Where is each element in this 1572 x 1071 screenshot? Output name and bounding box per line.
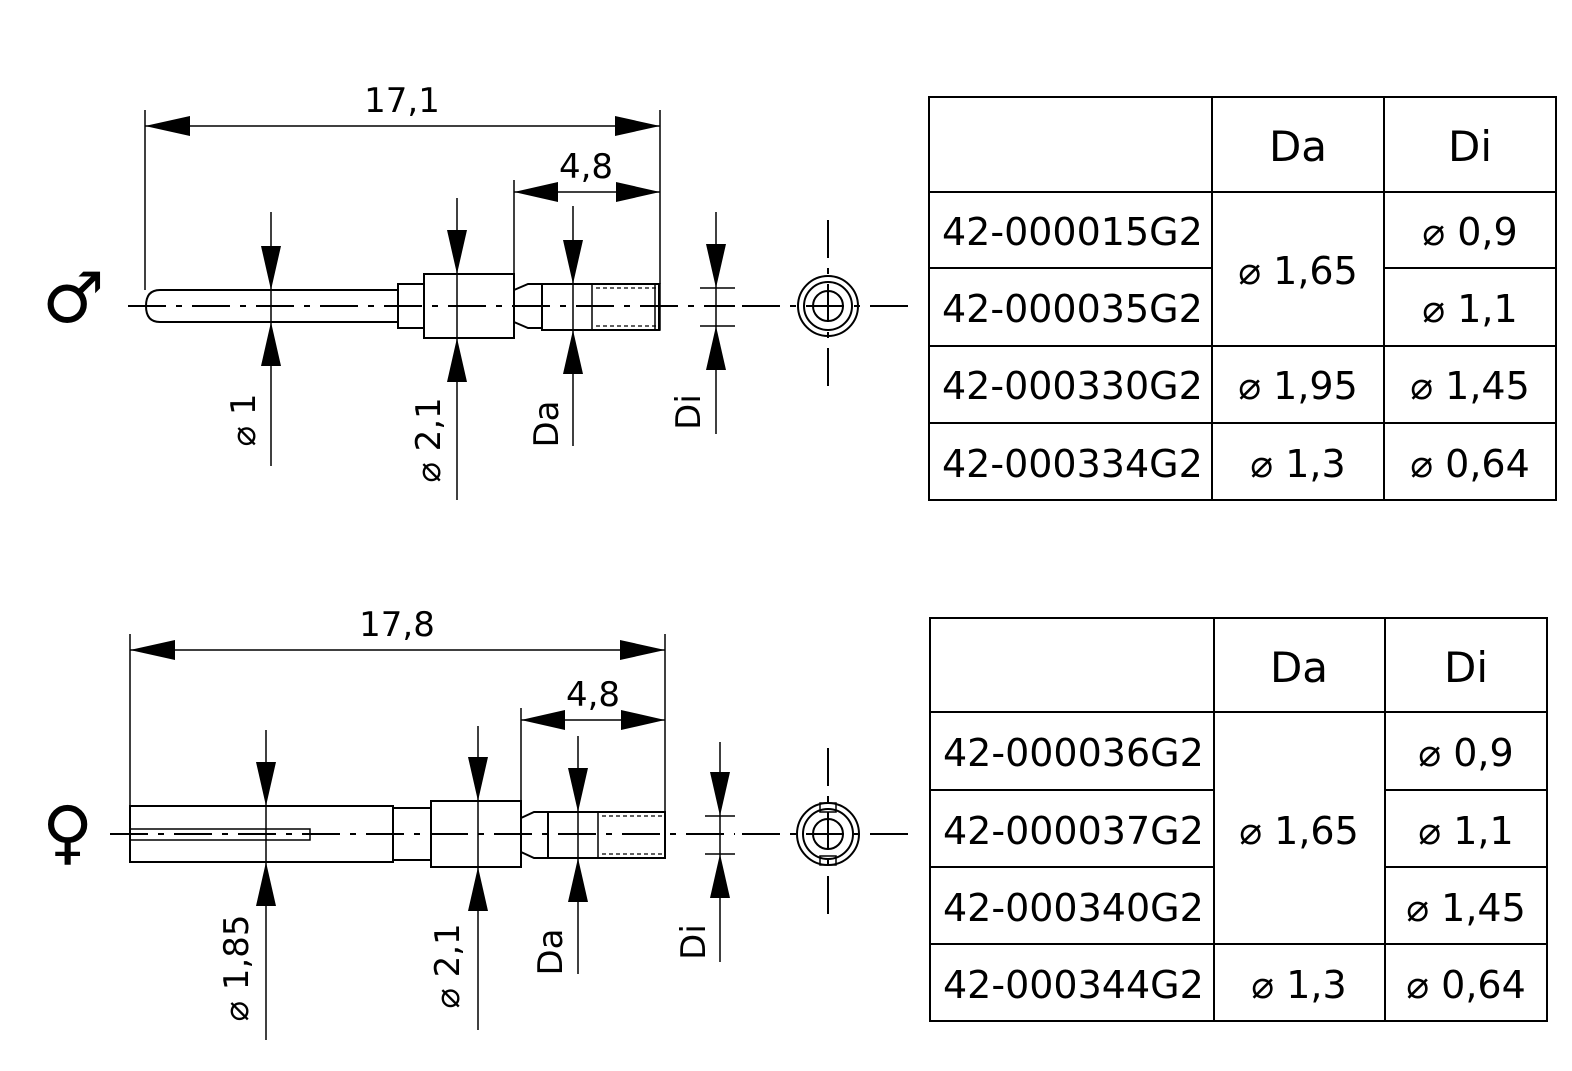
table-cell-part: 42-000035G2 [942,287,1203,331]
dim-arrow [620,640,665,660]
male-barrel-end [654,283,661,331]
table-cell-di: ⌀ 0,64 [1406,963,1526,1007]
table-cell-part: 42-000340G2 [943,886,1204,930]
table-cell-di: ⌀ 0,9 [1418,731,1513,775]
table-cell-part: 42-000334G2 [942,442,1203,486]
end-view-middle-circle [803,281,853,331]
table-cell-part: 42-000036G2 [943,731,1204,775]
dim-arrow [621,710,665,730]
female-di-label: Di [674,924,714,960]
female-crimp-length-label: 4,8 [566,675,620,715]
table-header-da: Da [1270,643,1328,692]
male-overall-length-label: 17,1 [364,81,440,121]
table-cell-di: ⌀ 0,9 [1422,210,1517,254]
dim-arrow [447,230,467,274]
male-crimp-barrel [541,283,660,331]
end-view-slot [819,802,837,813]
dim-arrow [256,862,276,906]
table-cell-da: ⌀ 1,95 [1238,364,1358,408]
dim-arrow [710,854,730,898]
male-di-label: Di [669,394,709,430]
table-cell-di: ⌀ 1,1 [1422,287,1517,331]
dim-arrow [130,640,175,660]
dim-arrow [568,768,588,812]
dim-arrow [706,244,726,288]
dim-arrow [447,338,467,382]
table-cell-da: ⌀ 1,3 [1250,442,1345,486]
female-end-view [742,748,915,920]
male-table: Da Di 42-000015G2 ⌀ 1,65 ⌀ 0,9 42-000035… [928,96,1557,501]
table-cell-part: 42-000015G2 [942,210,1203,254]
dim-arrow [261,322,281,366]
female-crimp-barrel [547,811,666,859]
dim-arrow [568,858,588,902]
table-cell-da: ⌀ 1,65 [1238,249,1358,293]
table-cell-di: ⌀ 1,1 [1418,809,1513,853]
dim-arrow [521,710,565,730]
table-cell-da: ⌀ 1,3 [1251,963,1346,1007]
end-view-middle-circle [802,808,854,860]
male-pin-diameter-label: ⌀ 1 [224,394,264,447]
male-collar-diameter-label: ⌀ 2,1 [409,397,449,482]
female-collar-diameter-label: ⌀ 2,1 [428,923,468,1008]
table-cell-di: ⌀ 1,45 [1410,364,1530,408]
female-da-label: Da [531,928,571,975]
female-socket-slot [129,828,311,841]
male-pin-tip [144,289,399,323]
male-end-view [742,220,915,392]
table-cell-di: ⌀ 1,45 [1406,886,1526,930]
dim-arrow [616,182,660,202]
dim-arrow [514,182,558,202]
table-header-di: Di [1444,643,1488,692]
table-border [929,617,1548,1022]
dim-arrow [256,762,276,806]
female-symbol: ♀ [42,791,93,873]
female-table: Da Di 42-000036G2 ⌀ 1,65 ⌀ 0,9 42-000037… [929,617,1548,1022]
table-header-di: Di [1448,122,1492,171]
table-cell-part: 42-000330G2 [942,364,1203,408]
table-cell-di: ⌀ 0,64 [1410,442,1530,486]
dim-arrow [261,246,281,290]
dim-arrow [468,757,488,801]
dim-arrow [563,240,583,284]
dim-arrow [563,330,583,374]
male-contact-drawing: ♂ 17,1 4,8 ⌀ 1 ⌀ 2,1 [42,81,915,500]
dim-arrow [615,116,660,136]
female-socket-diameter-label: ⌀ 1,85 [217,915,257,1022]
dim-arrow [710,772,730,816]
end-view-outer-circle [797,275,859,337]
dim-arrow [468,867,488,911]
dim-arrow [145,116,190,136]
male-crimp-length-label: 4,8 [559,147,613,187]
table-cell-da: ⌀ 1,65 [1239,809,1359,853]
dim-arrow [706,326,726,370]
male-da-label: Da [527,400,567,447]
table-cell-part: 42-000037G2 [943,809,1204,853]
table-cell-part: 42-000344G2 [943,963,1204,1007]
table-border [928,96,1557,501]
table-header-da: Da [1269,122,1327,171]
male-symbol: ♂ [42,257,105,339]
female-overall-length-label: 17,8 [359,605,435,645]
end-view-inner-circle [812,290,844,322]
end-view-slot [819,855,837,866]
female-contact-drawing: ♀ 17,8 4,8 ⌀ 1,85 ⌀ 2,1 [42,605,915,1040]
end-view-inner-circle [812,818,844,850]
